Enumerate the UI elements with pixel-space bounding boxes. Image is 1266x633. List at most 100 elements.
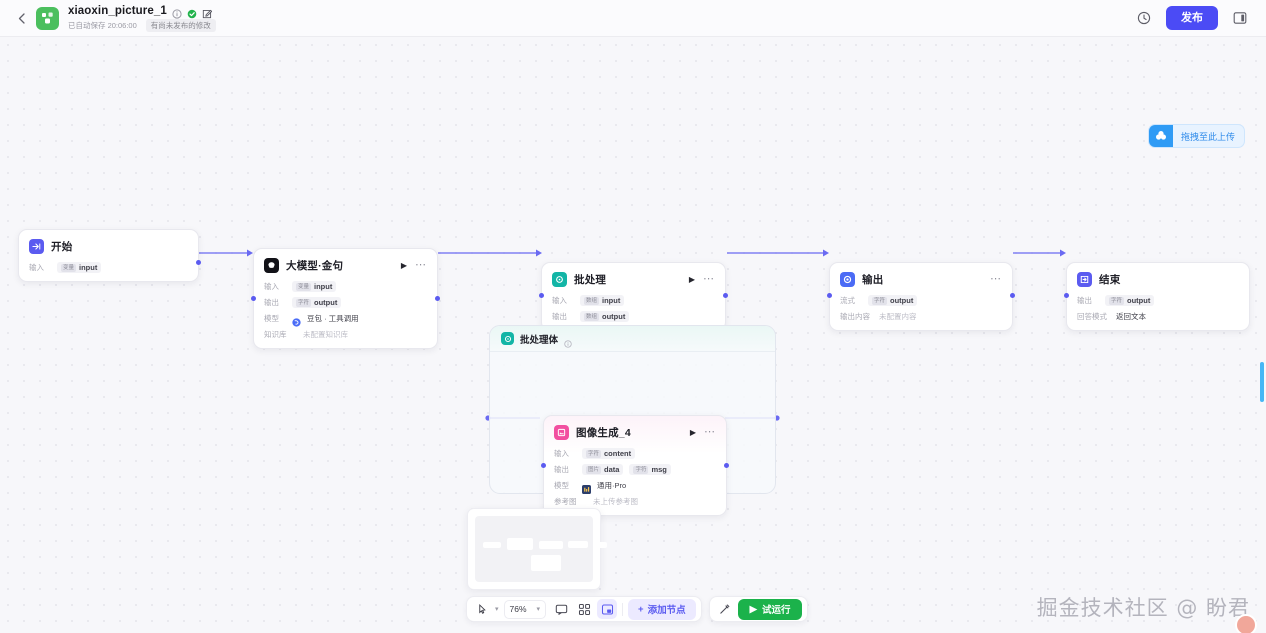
node-llm[interactable]: 大模型·金句 ▶ ⋯ 输入 变量 input 输出 字符 <box>251 248 440 349</box>
node-title: 大模型·金句 <box>286 260 344 272</box>
port-out[interactable] <box>196 260 201 265</box>
variable-chip: 变量 input <box>57 262 102 273</box>
row-key: 回答模式 <box>1077 312 1107 321</box>
row-key: 输入 <box>264 282 279 291</box>
node-row: 流式 字符 output <box>840 295 1002 306</box>
node-output[interactable]: 输出 ⋯ 流式 字符 output 输出内容 未配置内容 <box>827 262 1015 331</box>
port-out[interactable] <box>723 293 728 298</box>
publish-button[interactable]: 发布 <box>1166 6 1218 30</box>
more-dots-icon[interactable]: ⋯ <box>990 273 1002 285</box>
port-in[interactable] <box>827 293 832 298</box>
node-row: 输入 数组 input <box>552 295 715 306</box>
play-icon[interactable]: ▶ <box>400 260 407 270</box>
chip-value: data <box>604 465 620 474</box>
node-row: 输入 变量 input <box>264 281 427 292</box>
variable-chip: 字符 output <box>292 297 342 308</box>
node-start[interactable]: 开始 输入 变量 input <box>18 229 201 282</box>
image-gen-icon <box>554 425 569 440</box>
drag-upload-badge[interactable]: 拖拽至此上传 <box>1148 124 1246 148</box>
back-chevron-left-icon[interactable] <box>12 9 30 27</box>
port-out[interactable] <box>435 296 440 301</box>
general-model-icon <box>582 481 591 494</box>
more-dots-icon[interactable]: ⋯ <box>703 273 715 285</box>
node-row: 输出 字符 output <box>264 297 427 308</box>
row-key: 输入 <box>554 449 569 458</box>
magic-wand-icon[interactable] <box>715 599 735 619</box>
chip-type-badge: 字符 <box>296 298 312 307</box>
toolbar-right-group: ▶ 试运行 <box>708 596 809 622</box>
port-in[interactable] <box>539 293 544 298</box>
row-key: 参考图 <box>554 497 577 506</box>
port-in[interactable] <box>541 463 546 468</box>
start-node-icon <box>29 239 44 254</box>
minimap-node <box>568 541 588 548</box>
chip-type-badge: 图片 <box>586 465 602 474</box>
row-key: 输出 <box>1077 296 1092 305</box>
chip-value: output <box>1127 296 1151 305</box>
output-node-icon <box>840 272 855 287</box>
plus-icon: + <box>638 603 644 615</box>
info-circle-icon[interactable] <box>564 335 572 348</box>
unpublished-changes-badge: 有尚未发布的修改 <box>145 19 216 32</box>
row-key: 模型 <box>264 314 279 323</box>
app-header: xiaoxin_picture_1 已自动保存 20:06:00 有尚未发布的修… <box>0 0 1266 37</box>
row-key: 输出内容 <box>840 312 870 321</box>
node-row: 参考图 未上传参考图 <box>554 496 716 507</box>
minimap-node <box>507 538 533 550</box>
node-row: 输出 字符 output <box>1077 295 1239 306</box>
play-icon[interactable]: ▶ <box>688 274 695 284</box>
node-title: 开始 <box>51 241 73 253</box>
batch-body-container[interactable]: 批处理体 图像生成_4 ▶ ⋯ <box>489 325 776 516</box>
side-panel-icon[interactable] <box>1230 8 1250 28</box>
end-node-icon <box>1077 272 1092 287</box>
more-dots-icon[interactable]: ⋯ <box>415 259 427 271</box>
cursor-pointer-icon[interactable] <box>472 599 492 619</box>
minimap-node <box>539 541 563 549</box>
test-run-button[interactable]: ▶ 试运行 <box>737 598 803 620</box>
variable-chip: 字符 output <box>1105 295 1155 306</box>
canvas-minimap[interactable] <box>467 508 607 590</box>
more-dots-icon[interactable]: ⋯ <box>704 426 716 438</box>
zoom-chevron-down-icon[interactable]: ▾ <box>536 606 541 613</box>
info-circle-icon[interactable] <box>172 6 182 19</box>
port-out[interactable] <box>1010 293 1015 298</box>
avatar[interactable] <box>1235 614 1257 633</box>
add-node-button[interactable]: + 添加节点 <box>628 598 696 620</box>
cursor-chevron-down-icon[interactable]: ▾ <box>495 606 499 613</box>
header-actions: 发布 <box>1134 6 1254 30</box>
node-end[interactable]: 结束 输出 字符 output 回答模式 返回文本 <box>1064 262 1250 331</box>
zoom-control[interactable]: 76% ▾ <box>503 599 547 619</box>
minimap-toggle-icon[interactable] <box>597 599 618 619</box>
grid-layout-icon[interactable] <box>574 599 594 619</box>
variable-chip: 字符 output <box>868 295 918 306</box>
batch-body-title: 批处理体 <box>520 334 559 346</box>
variable-chip: 字符 content <box>582 448 636 459</box>
workflow-canvas[interactable]: 拖拽至此上传 开始 输入 变量 input <box>0 37 1266 633</box>
llm-node-icon <box>264 258 279 273</box>
check-circle-icon <box>187 6 197 18</box>
port-in[interactable] <box>1064 293 1069 298</box>
drag-upload-label: 拖拽至此上传 <box>1181 131 1236 142</box>
node-batch[interactable]: 批处理 ▶ ⋯ 输入 数组 input 输出 数组 <box>539 262 728 333</box>
minimap-node <box>531 555 561 571</box>
node-image-generation[interactable]: 图像生成_4 ▶ ⋯ 输入 字符 content <box>541 415 729 516</box>
chip-type-badge: 字符 <box>586 449 602 458</box>
history-clock-icon[interactable] <box>1134 8 1154 28</box>
chip-value: input <box>314 282 333 291</box>
chip-value: output <box>602 312 626 321</box>
bottom-toolbar: ▾ 76% ▾ + 添加节点 <box>466 596 809 622</box>
row-key: 流式 <box>840 296 855 305</box>
minimap-node <box>483 542 501 548</box>
port-out[interactable] <box>724 463 729 468</box>
edit-square-icon[interactable] <box>202 6 213 18</box>
canvas-scrollbar[interactable] <box>1260 362 1264 402</box>
port-in[interactable] <box>251 296 256 301</box>
chip-value: content <box>604 449 632 458</box>
chip-type-badge: 数组 <box>584 312 600 321</box>
chip-type-badge: 变量 <box>296 282 312 291</box>
minimap-viewport[interactable] <box>475 516 607 582</box>
comment-icon[interactable] <box>551 599 571 619</box>
play-icon[interactable]: ▶ <box>689 427 696 437</box>
variable-chip-secondary: 字符 msg <box>629 464 671 475</box>
